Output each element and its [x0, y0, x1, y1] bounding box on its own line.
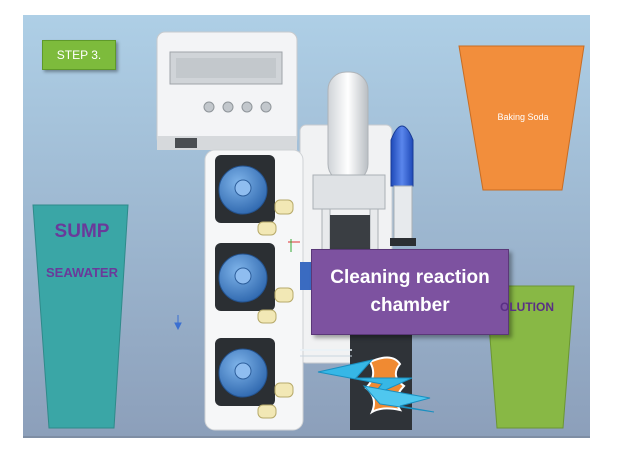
controller-buttons — [203, 101, 272, 113]
solution-label: OLUTION — [500, 300, 554, 314]
callout-line-1: Cleaning reaction — [330, 267, 490, 288]
callout-line-2: chamber — [370, 295, 450, 316]
pump-bottom — [215, 338, 294, 419]
lightning-icon — [317, 359, 435, 413]
sump-container — [32, 204, 129, 429]
axis-marker-icon — [288, 239, 300, 252]
down-arrow-icon — [174, 315, 182, 331]
ph-probe — [390, 125, 416, 246]
pump-top — [215, 155, 294, 236]
sump-subtitle: SEAWATER — [46, 265, 118, 280]
sump-title: SUMP — [54, 221, 110, 242]
callout-box: Cleaning reaction chamber — [311, 249, 509, 335]
step-badge: STEP 3. — [42, 40, 116, 70]
pump-middle — [215, 243, 294, 324]
connector-block — [300, 262, 314, 290]
controller-box — [156, 31, 298, 150]
baking-soda-container — [458, 45, 585, 191]
baking-soda-label: Baking Soda — [497, 112, 549, 122]
